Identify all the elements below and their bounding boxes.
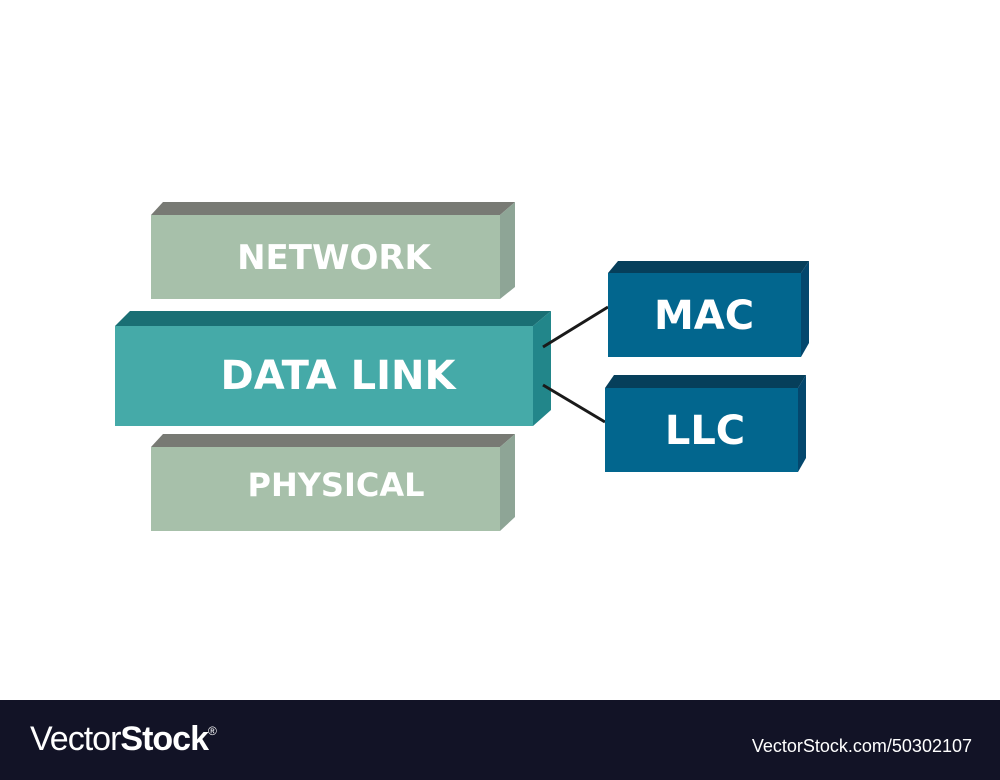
connector-llc (542, 383, 606, 424)
osi-data-link-diagram: NETWORK DATA LINK PHYSICAL MAC LLC (115, 202, 809, 531)
footer-bar: VectorStock® VectorStock.com/50302107 (0, 700, 1000, 780)
logo-thin-text: Vector (30, 720, 121, 758)
mac-sublayer-label: MAC (654, 293, 754, 339)
network-layer-block: NETWORK (151, 202, 515, 299)
connector-mac (542, 305, 609, 349)
registered-mark: ® (207, 724, 217, 738)
data-link-layer-label: DATA LINK (221, 353, 458, 399)
vectorstock-logo: VectorStock® (30, 720, 217, 759)
logo-bold-text: Stock (120, 720, 209, 758)
data-link-layer-block: DATA LINK (115, 311, 551, 426)
physical-layer-label: PHYSICAL (248, 466, 425, 504)
image-url: VectorStock.com/50302107 (751, 736, 972, 756)
llc-sublayer-label: LLC (665, 408, 745, 454)
physical-layer-block: PHYSICAL (151, 434, 515, 531)
mac-sublayer-block: MAC (608, 261, 809, 357)
network-layer-label: NETWORK (237, 238, 432, 278)
llc-sublayer-block: LLC (605, 375, 806, 472)
